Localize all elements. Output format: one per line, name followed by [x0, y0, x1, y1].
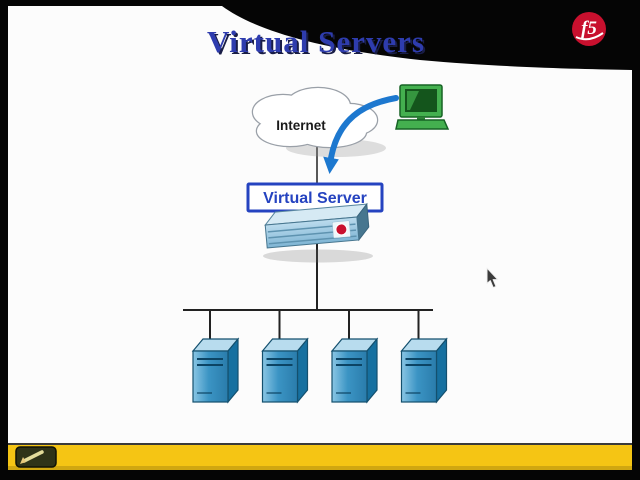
- f5-logo-swoosh: [575, 32, 604, 41]
- footer-bar-top-edge: [8, 443, 632, 445]
- virtual-server-box: Virtual Server: [246, 182, 384, 213]
- internet-cloud-icon: Internet: [251, 86, 386, 157]
- slide-title-shadow: Virtual Servers: [209, 26, 427, 61]
- footer-bar: [8, 445, 632, 470]
- traffic-arrow-icon: [323, 95, 399, 174]
- page-title: Virtual Servers: [207, 24, 425, 59]
- appliance-f5-mark: [335, 223, 348, 236]
- server-tower-icon: [331, 338, 378, 403]
- bigip-appliance-icon: [263, 202, 373, 263]
- traffic-arrow-head: [323, 156, 339, 174]
- virtual-server-label: Virtual Server: [263, 190, 367, 207]
- server-tower-icon: [261, 338, 309, 403]
- server-tower-icon: [192, 338, 239, 403]
- mouse-cursor-icon: [486, 267, 499, 289]
- client-computer-icon: [395, 84, 450, 130]
- internet-label: Internet: [276, 118, 326, 133]
- f5-logo-ball: [572, 12, 606, 46]
- appliance-shadow: [263, 249, 373, 263]
- server-farm: [192, 310, 448, 403]
- traffic-arrow-shaft: [328, 95, 399, 161]
- server-tower-icon: [400, 338, 448, 403]
- top-swoosh-decoration: [222, 6, 632, 70]
- pen-tool-icon[interactable]: [15, 446, 57, 468]
- f5-logo-icon: f5: [572, 12, 606, 46]
- footer-bar-bottom-shade: [8, 466, 632, 470]
- f5-logo-text: f5: [581, 18, 597, 39]
